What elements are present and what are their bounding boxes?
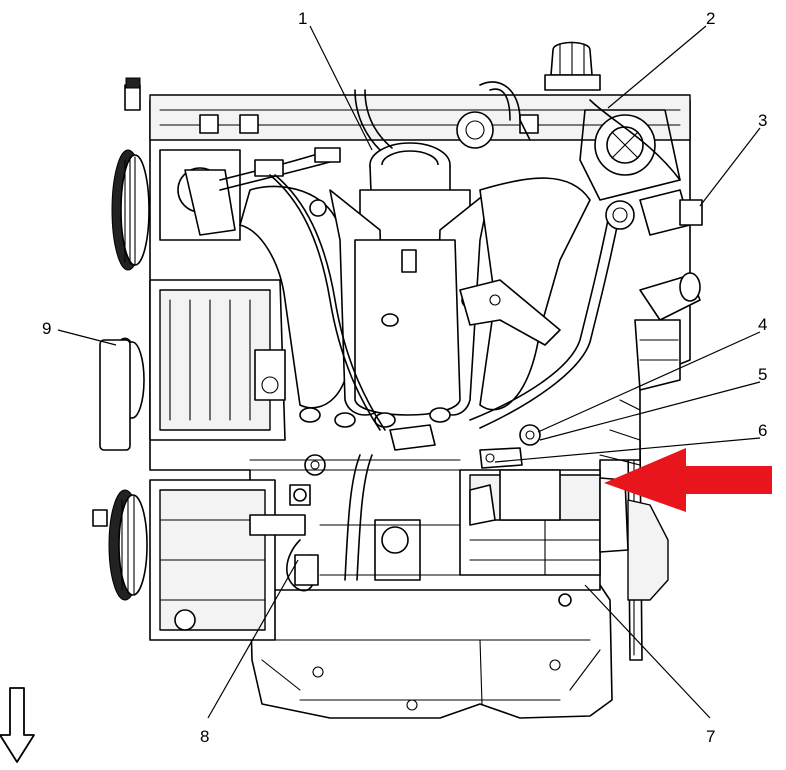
down-arrow-icon	[0, 687, 35, 763]
leader-lines	[57, 25, 761, 719]
callout-6: 6	[758, 421, 767, 440]
callout-3: 3	[758, 111, 767, 130]
red-pointer-arrow-icon	[604, 448, 772, 512]
engine-line-art	[92, 41, 703, 719]
callout-5: 5	[758, 365, 767, 384]
callout-9: 9	[42, 319, 51, 338]
callout-4: 4	[758, 315, 767, 334]
callout-1: 1	[298, 9, 307, 28]
callout-7: 7	[706, 727, 715, 746]
callout-8: 8	[200, 727, 209, 746]
callout-labels: 1 2 3 4 5 6 7 8 9	[42, 9, 767, 746]
callout-2: 2	[706, 9, 715, 28]
